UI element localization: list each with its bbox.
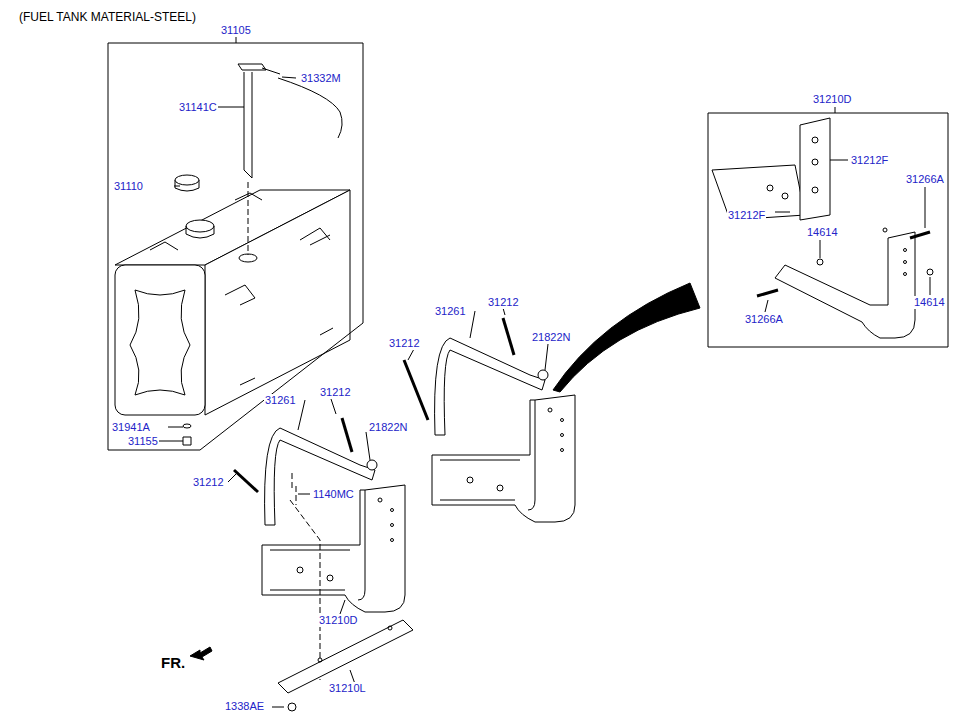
callout-box: 31210D31212F31266A31212F146141461431266A [708, 113, 948, 347]
callout-number: 21822N [531, 331, 572, 344]
callout-number: 31105 [220, 24, 252, 37]
callout-number: 31210L [328, 682, 367, 695]
callout-number: 31210D [318, 614, 359, 627]
callout-number: 31266A [905, 173, 945, 186]
callout-number: 31155 [127, 435, 159, 448]
callout-number: 31261 [264, 394, 297, 407]
callout-number: 31212 [388, 337, 421, 350]
callout-number: 31941A [111, 421, 151, 434]
callout-number: 31212 [319, 386, 352, 399]
callout-number: 31141C [178, 101, 218, 114]
diagram-title: (FUEL TANK MATERIAL-STEEL) [18, 11, 197, 24]
callout-number: 31210D [812, 93, 853, 106]
callout-number: 31110 [113, 180, 144, 193]
callout-number: 31266A [744, 313, 784, 326]
callout-number: 14614 [806, 226, 839, 239]
callout-number: 31212 [487, 296, 520, 309]
front-arrow [190, 647, 212, 660]
callout-number: 14614 [913, 296, 946, 309]
callout-number: 31261 [434, 305, 467, 318]
callout-number: 31332M [300, 72, 342, 85]
callout-number: 1140MC [312, 488, 355, 501]
callout-number: 31212 [192, 476, 225, 489]
callout-number: 31212F [727, 209, 766, 222]
callout-number: 1338AE [224, 700, 265, 713]
front-direction-label: FR. [160, 654, 186, 671]
callout-number: 21822N [368, 421, 409, 434]
callout-number: 31212F [850, 154, 889, 167]
